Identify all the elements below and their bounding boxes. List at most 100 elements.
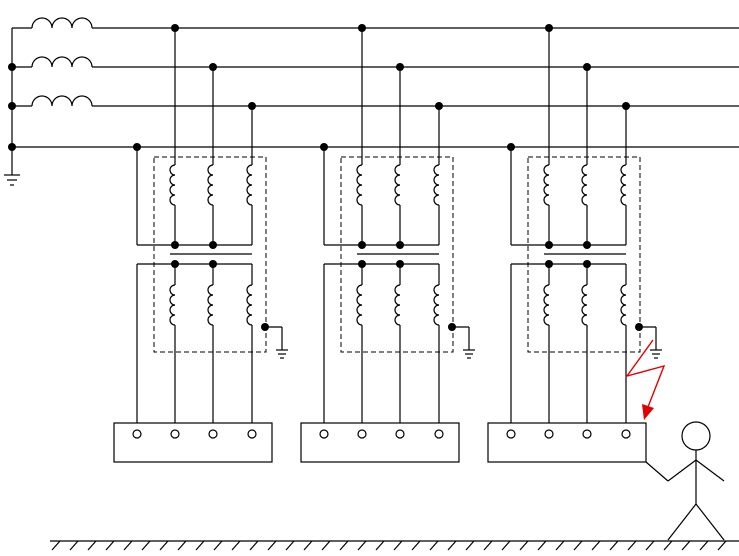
inductor-icon bbox=[581, 284, 588, 326]
junction-dot bbox=[507, 143, 515, 151]
junction-dot bbox=[545, 24, 553, 32]
earth-hatch bbox=[231, 540, 241, 551]
terminal-icon bbox=[621, 429, 631, 439]
earth-hatch bbox=[591, 540, 601, 551]
inductor-icon bbox=[31, 17, 93, 29]
inductor-icon bbox=[246, 164, 253, 206]
junction-dot bbox=[358, 24, 366, 32]
terminal-box bbox=[300, 422, 460, 463]
transformer-housing bbox=[527, 156, 641, 353]
terminal-icon bbox=[434, 429, 444, 439]
bus-lines bbox=[12, 27, 739, 148]
earth-hatch bbox=[285, 540, 295, 551]
inductor-icon bbox=[169, 284, 176, 326]
inductor-icon bbox=[543, 284, 550, 326]
terminal-icon bbox=[544, 429, 554, 439]
inductor-icon bbox=[207, 164, 214, 206]
inductor-icon bbox=[246, 284, 253, 326]
source-section bbox=[4, 17, 93, 186]
ground-icon bbox=[4, 174, 20, 186]
inductor-icon bbox=[356, 164, 363, 206]
inductor-icon bbox=[620, 284, 627, 326]
earth-hatch bbox=[717, 540, 727, 551]
junction-dot bbox=[358, 241, 366, 249]
junction-dot bbox=[133, 143, 141, 151]
earth-hatch bbox=[69, 540, 79, 551]
junction-dot bbox=[545, 241, 553, 249]
terminal-icon bbox=[357, 429, 367, 439]
inductor-icon bbox=[433, 164, 440, 206]
junction-dot bbox=[396, 63, 404, 71]
terminal-icon bbox=[319, 429, 329, 439]
inductor-icon bbox=[543, 164, 550, 206]
transformer-housing bbox=[340, 156, 454, 353]
earth-hatch bbox=[483, 540, 493, 551]
earth-hatch bbox=[357, 540, 367, 551]
earth-hatch bbox=[123, 540, 133, 551]
earth-hatch bbox=[267, 540, 277, 551]
earth-hatch bbox=[177, 540, 187, 551]
earth-hatch bbox=[555, 540, 565, 551]
earth-hatch bbox=[141, 540, 151, 551]
earth-hatch bbox=[645, 540, 655, 551]
earth-hatch bbox=[411, 540, 421, 551]
terminal-icon bbox=[132, 429, 142, 439]
terminal-icon bbox=[395, 429, 405, 439]
terminal-icon bbox=[582, 429, 592, 439]
earth-hatch bbox=[105, 540, 115, 551]
lightning-bolt-icon bbox=[625, 339, 666, 420]
terminal-icon bbox=[208, 429, 218, 439]
earth-hatch bbox=[51, 540, 61, 551]
inductor-icon bbox=[394, 164, 401, 206]
earth-hatch bbox=[609, 540, 619, 551]
inductor-icon bbox=[31, 95, 93, 107]
earth-hatch bbox=[303, 540, 313, 551]
inductor-icon bbox=[356, 284, 363, 326]
junction-dot bbox=[396, 241, 404, 249]
earth-hatch bbox=[429, 540, 439, 551]
terminal-icon bbox=[170, 429, 180, 439]
earth-hatch bbox=[537, 540, 547, 551]
inductor-icon bbox=[620, 164, 627, 206]
inductor-icon bbox=[394, 284, 401, 326]
earth-hatch bbox=[339, 540, 349, 551]
junction-dot bbox=[209, 63, 217, 71]
junction-dot bbox=[248, 102, 256, 110]
earth-hatch bbox=[249, 540, 259, 551]
person-icon bbox=[645, 421, 725, 541]
junction-dot bbox=[583, 241, 591, 249]
inductor-icon bbox=[169, 164, 176, 206]
junction-dot bbox=[209, 241, 217, 249]
inductor-icon bbox=[207, 284, 214, 326]
transformer-housing bbox=[153, 156, 267, 353]
terminal-box bbox=[113, 422, 273, 463]
earth-hatch bbox=[501, 540, 511, 551]
earth-hatch bbox=[87, 540, 97, 551]
earth-hatch bbox=[375, 540, 385, 551]
earth-hatch bbox=[699, 540, 709, 551]
earth-hatch bbox=[447, 540, 457, 551]
inductor-icon bbox=[31, 56, 93, 68]
junction-dot bbox=[622, 102, 630, 110]
terminal-icon bbox=[506, 429, 516, 439]
inductor-icon bbox=[433, 284, 440, 326]
earth-hatch bbox=[321, 540, 331, 551]
terminal-box bbox=[487, 422, 647, 463]
earth-hatch bbox=[681, 540, 691, 551]
earth-ground-line bbox=[50, 540, 739, 551]
earth-hatch bbox=[213, 540, 223, 551]
inductor-icon bbox=[581, 164, 588, 206]
earth-hatch bbox=[627, 540, 637, 551]
transformer-units bbox=[113, 24, 662, 463]
junction-dot bbox=[583, 63, 591, 71]
earth-hatch bbox=[393, 540, 403, 551]
earth-hatch bbox=[465, 540, 475, 551]
terminal-icon bbox=[247, 429, 257, 439]
junction-dot bbox=[320, 143, 328, 151]
junction-dot bbox=[435, 102, 443, 110]
junction-dot bbox=[171, 24, 179, 32]
earth-hatch bbox=[573, 540, 583, 551]
earth-hatch bbox=[195, 540, 205, 551]
earth-hatch bbox=[159, 540, 169, 551]
earth-hatch bbox=[663, 540, 673, 551]
